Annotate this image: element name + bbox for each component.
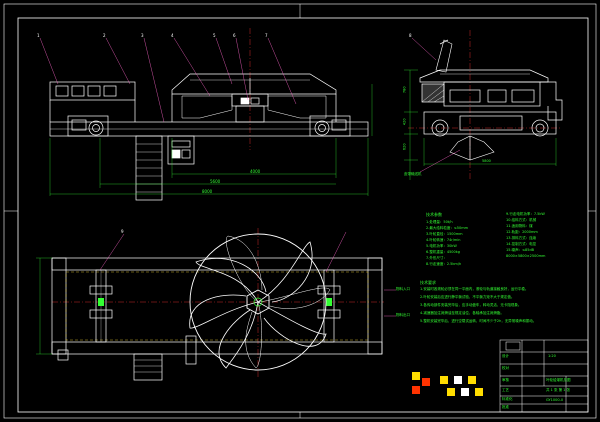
dim-side-2: 420 (402, 118, 407, 126)
title-block-label: 批准 (502, 405, 509, 409)
tech-param-line: 8.行走速度：2.5km/h (426, 262, 462, 266)
balloon-1: 1 (37, 33, 40, 38)
tech-param-line: 10.给料方式：机械 (506, 218, 537, 222)
tech-req-line: 4.减速器加注润滑油至规定油位，各轴承加注润滑脂。 (420, 311, 504, 315)
title-block-label: 审核 (502, 378, 509, 382)
drawing-scale: 1:20 (548, 354, 556, 358)
drawing-number: GY1000-0 (546, 398, 564, 402)
dim-front-2: 5600 (210, 179, 221, 184)
swatch (475, 388, 483, 396)
tech-params-title: 技术参数 (426, 212, 442, 217)
tech-req-line: 5.整机安装完毕后，进行空载试运转，时间不少于2h，无异常噪声和振动。 (420, 319, 537, 323)
balloon-8: 8 (409, 33, 412, 38)
side-callout: 皮带输送机 (404, 172, 422, 176)
tech-param-line: 3.叶轮直径：1500mm (426, 232, 463, 236)
tech-param-line: 9.行走电机功率：7.5kW (506, 212, 545, 216)
tech-param-line: 14.控制方式：电控 (506, 242, 537, 246)
swatch (461, 388, 469, 396)
dim-side-1: 780 (402, 86, 407, 94)
dim-front-1: 4000 (250, 169, 261, 174)
tech-req-line: 3.各传动部件安装完毕后，应手动盘车，转动灵活，无卡阻现象。 (420, 303, 522, 307)
tech-param-line: 2.最大给料粒度：≤50mm (426, 226, 469, 230)
tech-param-line: 1.处理量：50t/h (426, 220, 453, 224)
inner-frame (17, 17, 589, 413)
balloon-9: 9 (121, 229, 124, 234)
title-block-label: 工艺 (502, 388, 509, 392)
title-block-label: 设计 (502, 354, 509, 358)
swatch (468, 376, 476, 384)
tech-param-line: 15.噪声：≤85dB (506, 248, 535, 252)
tech-param-line: 12.轨距：2000mm (506, 230, 538, 234)
tech-req-line: 1.安装时各滚轮必须在同一平面内，滚轮与轨道接触良好，运行平稳。 (420, 287, 529, 291)
balloon-6: 6 (233, 33, 236, 38)
tech-param-line: 11.适用物料：煤 (506, 224, 533, 228)
swatch (412, 372, 420, 380)
balloon-2: 2 (103, 33, 106, 38)
swatch-logo (412, 372, 496, 402)
title-block-label: 标准化 (502, 397, 513, 401)
swatch (440, 376, 448, 384)
swatch (454, 376, 462, 384)
swatch (447, 388, 455, 396)
title-block-label: 校对 (502, 366, 509, 370)
swatch (412, 386, 420, 394)
plan-callout-inlet: 物料入口 (396, 287, 410, 291)
tech-param-line: 8000×5800×2500mm (506, 254, 546, 258)
swatch (422, 378, 430, 386)
sheet-count: 共 1 张 第 1 张 (546, 388, 571, 392)
tech-param-line: 6.整机重量：4500kg (426, 250, 460, 254)
balloon-3: 3 (141, 33, 144, 38)
tech-param-line: 7.外形尺寸： (426, 256, 447, 260)
tech-param-line: 4.叶轮转速：74r/min (426, 238, 461, 242)
title-block (499, 339, 589, 413)
dim-side-3: 620 (402, 143, 407, 151)
plan-view (36, 228, 396, 381)
plan-callout-outlet: 物料出口 (396, 313, 410, 317)
tech-param-line: 13.排料方式：连续 (506, 236, 537, 240)
side-view (404, 30, 563, 180)
tech-req-line: 2.叶轮安装后应进行静平衡试验，不平衡力矩不大于规定值。 (420, 295, 515, 299)
front-view (39, 28, 373, 201)
balloon-5: 5 (213, 33, 216, 38)
dim-plan-width: 5800 (482, 159, 491, 163)
drawing-title: 叶轮给煤机总图 (546, 378, 571, 382)
balloon-4: 4 (171, 33, 174, 38)
balloon-7: 7 (265, 33, 268, 38)
tech-reqs-title: 技术要求 (420, 280, 436, 285)
tech-param-line: 5.电机功率：30kW (426, 244, 457, 248)
dim-front-overall: 8000 (202, 189, 213, 194)
